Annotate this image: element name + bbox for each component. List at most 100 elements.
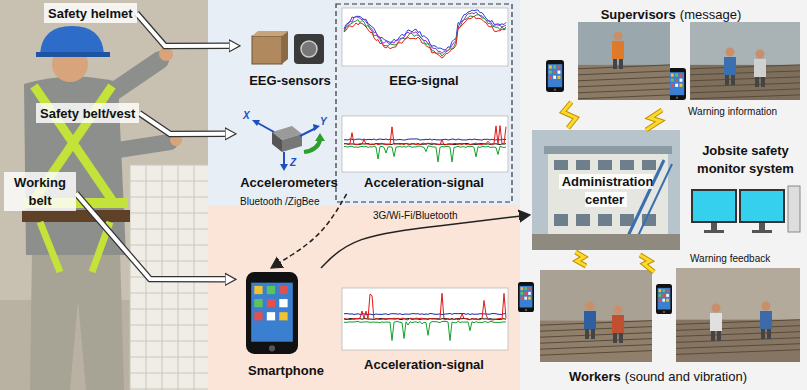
site-photo	[717, 331, 721, 341]
eeg-sensor-icon	[252, 31, 288, 36]
smartphone-icon	[558, 71, 561, 74]
vest-callout: Safety belt/vest	[36, 103, 139, 123]
smartphone-icon	[554, 89, 556, 91]
lightning-symbol	[640, 110, 662, 272]
smartphone-icon	[666, 299, 669, 302]
accelerometer-icon	[282, 134, 302, 152]
smartphone-icon	[675, 73, 678, 76]
smartphone-icon	[675, 79, 678, 82]
axis-label: X	[243, 110, 250, 122]
worker-figure	[118, 142, 170, 150]
administration-building	[598, 214, 612, 226]
text-line: EEG-sensors	[249, 71, 331, 89]
wall-tiles	[130, 373, 208, 374]
lightning-link	[576, 252, 586, 266]
text-line: Jobsite safety monitor system	[690, 141, 802, 178]
smartphone-icon	[267, 286, 275, 294]
site-photo	[619, 333, 623, 343]
site-photo	[725, 75, 729, 85]
administration-building	[554, 214, 568, 226]
smartphone-icon	[553, 65, 556, 68]
node-caption: EEG-sensors	[249, 73, 331, 88]
site-photo	[690, 71, 800, 75]
administration-building	[544, 146, 672, 154]
site-photo	[690, 22, 800, 100]
smartphone-icon	[518, 282, 534, 312]
accelerometer-icon	[280, 164, 288, 171]
worker-figure	[110, 60, 160, 94]
smartphone-icon	[658, 288, 671, 310]
administration-building	[576, 214, 590, 226]
site-photo	[731, 75, 735, 85]
site-photo	[584, 311, 596, 329]
site-photo	[755, 77, 759, 87]
site-photo	[676, 338, 800, 343]
site-photo	[613, 333, 617, 343]
smartphone-icon	[254, 299, 262, 307]
acceleration-chart	[344, 126, 506, 145]
site-photo	[690, 22, 800, 100]
smartphone-icon	[663, 311, 665, 313]
smartphone-icon	[548, 64, 562, 87]
edge-label: 3G/Wi-Fi/Bluetooth	[371, 210, 459, 222]
administration-building	[548, 154, 668, 234]
site-photo	[676, 332, 800, 337]
smartphone-icon	[524, 297, 527, 300]
accelerometer-icon	[313, 124, 320, 131]
arrow-connector	[76, 193, 225, 279]
smartphone-icon	[246, 272, 298, 354]
smartphone-icon	[546, 60, 564, 92]
photo-box: Administration center	[530, 128, 682, 252]
device-box: Smartphone	[236, 268, 336, 382]
smartphone-icon	[680, 79, 683, 82]
site-photo	[585, 329, 589, 339]
node-caption: Safety belt/vest	[40, 106, 135, 121]
site-photo	[591, 329, 595, 339]
node-caption: Jobsite safety monitor system	[697, 143, 794, 176]
text-line: Accelerometers	[240, 173, 338, 191]
eeg-sensor-icon	[252, 36, 282, 64]
signal-box: Acceleration-signal	[338, 282, 510, 376]
eeg-sensor-icon	[252, 31, 324, 64]
smartphone-icon	[553, 76, 556, 79]
node-caption: Smartphone	[248, 363, 324, 378]
administration-building	[554, 160, 568, 170]
eeg-chart	[342, 8, 508, 66]
site-photo	[690, 89, 800, 93]
acceleration-chart	[344, 146, 506, 162]
text-line: EEG-signal	[389, 71, 458, 89]
site-photo	[578, 22, 670, 100]
smartphone-icon	[279, 299, 287, 307]
smartphone-icon	[558, 65, 561, 68]
site-photo	[676, 344, 800, 349]
wall-tiles	[130, 357, 208, 358]
smartphone-icon	[671, 79, 674, 82]
acceleration-chart	[342, 288, 508, 350]
acceleration-chart	[342, 116, 508, 172]
lightning-link	[563, 102, 576, 128]
wall-tiles	[130, 165, 208, 166]
wall-tiles	[130, 325, 208, 326]
belt-callout: Working belt	[4, 172, 76, 211]
arrow-connector	[321, 216, 519, 268]
text-line: Administration center	[548, 172, 664, 209]
administration-building	[628, 160, 664, 236]
smartphone-icon	[267, 312, 275, 320]
smartphone-icon	[524, 292, 527, 295]
site-photo	[540, 270, 652, 362]
smartphone-icon	[680, 73, 683, 76]
smartphone-icon	[521, 297, 524, 300]
site-photo	[540, 333, 652, 338]
site-photo	[690, 83, 800, 87]
wall-tiles	[130, 213, 208, 214]
smartphone-icon	[254, 312, 262, 320]
smartphone-icon	[267, 299, 275, 307]
site-photo	[761, 77, 765, 87]
site-photo	[726, 48, 735, 57]
helmet-callout: Safety helmet	[44, 3, 137, 23]
arrow-connector	[137, 13, 229, 46]
smartphone-icon	[558, 76, 561, 79]
acceleration-chart	[344, 293, 506, 320]
site-photo	[612, 41, 624, 59]
eeg-sensor-icon	[301, 41, 317, 57]
